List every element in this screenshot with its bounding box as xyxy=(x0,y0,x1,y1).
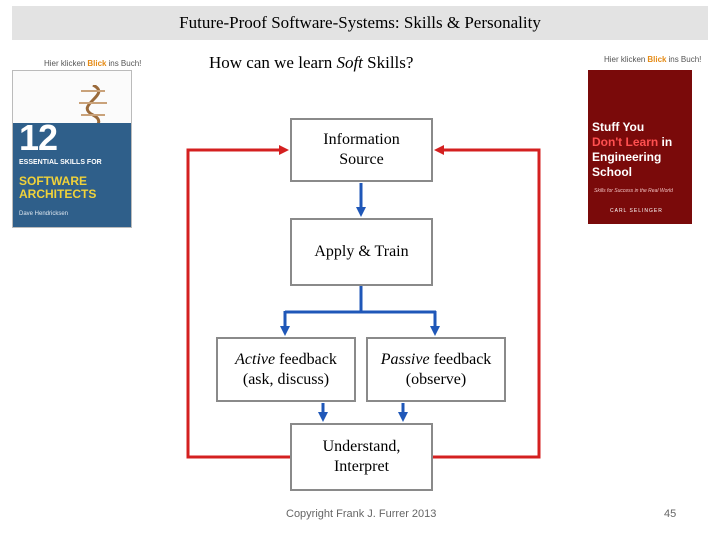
book-subtitle: ESSENTIAL SKILLS FOR xyxy=(19,159,127,167)
active-emphasis: Active xyxy=(235,351,275,368)
passive-rest: feedback xyxy=(430,351,492,368)
loop-right xyxy=(433,150,539,457)
book-author: Dave Hendricksen xyxy=(19,211,68,217)
active-line2: (ask, discuss) xyxy=(243,371,329,388)
apply-label: Apply & Train xyxy=(314,242,408,262)
book-right-author: CARL SELINGER xyxy=(610,208,663,214)
badge-right-part1: Hier klicken xyxy=(604,55,645,64)
book-right-title: Stuff You Don't Learn in Engineering Sch… xyxy=(592,120,692,180)
active-rest: feedback xyxy=(275,351,337,368)
badge-right-part3: ins Buch! xyxy=(668,55,701,64)
passive-line2: (observe) xyxy=(406,371,466,388)
page-number: 45 xyxy=(664,508,676,520)
loop-left xyxy=(188,150,290,457)
title-a: Stuff You xyxy=(592,120,644,134)
book-right-tagline: Skills for Success in the Real World xyxy=(594,188,673,194)
copyright-footer: Copyright Frank J. Furrer 2013 xyxy=(286,508,436,520)
passive-emphasis: Passive xyxy=(381,351,430,368)
title-c: in xyxy=(658,135,672,149)
passive-feedback-box: Passive feedback (observe) xyxy=(366,337,506,402)
badge-left-part1: Hier klicken xyxy=(44,59,85,68)
understand-line2: Interpret xyxy=(334,458,389,475)
apply-train-box: Apply & Train xyxy=(290,218,433,286)
title-e: School xyxy=(592,165,632,179)
info-line1: Information xyxy=(323,131,399,148)
book-cover-software-architects[interactable]: 12 ESSENTIAL SKILLS FOR SOFTWARE ARCHITE… xyxy=(12,70,132,228)
book-title: SOFTWARE ARCHITECTS xyxy=(19,175,129,201)
badge-left-part3: ins Buch! xyxy=(108,59,141,68)
understand-line1: Understand, xyxy=(323,438,401,455)
badge-left-part2: Blick xyxy=(87,59,106,68)
title-b: Don't Learn xyxy=(592,135,658,149)
cover-top-panel xyxy=(13,71,131,123)
title-d: Engineering xyxy=(592,150,661,164)
badge-right-part2: Blick xyxy=(647,55,666,64)
understand-interpret-box: Understand, Interpret xyxy=(290,423,433,491)
book-cover-engineering-school[interactable]: Stuff You Don't Learn in Engineering Sch… xyxy=(588,70,692,224)
active-feedback-box: Active feedback (ask, discuss) xyxy=(216,337,356,402)
info-line2: Source xyxy=(339,151,383,168)
book-number: 12 xyxy=(19,117,57,159)
